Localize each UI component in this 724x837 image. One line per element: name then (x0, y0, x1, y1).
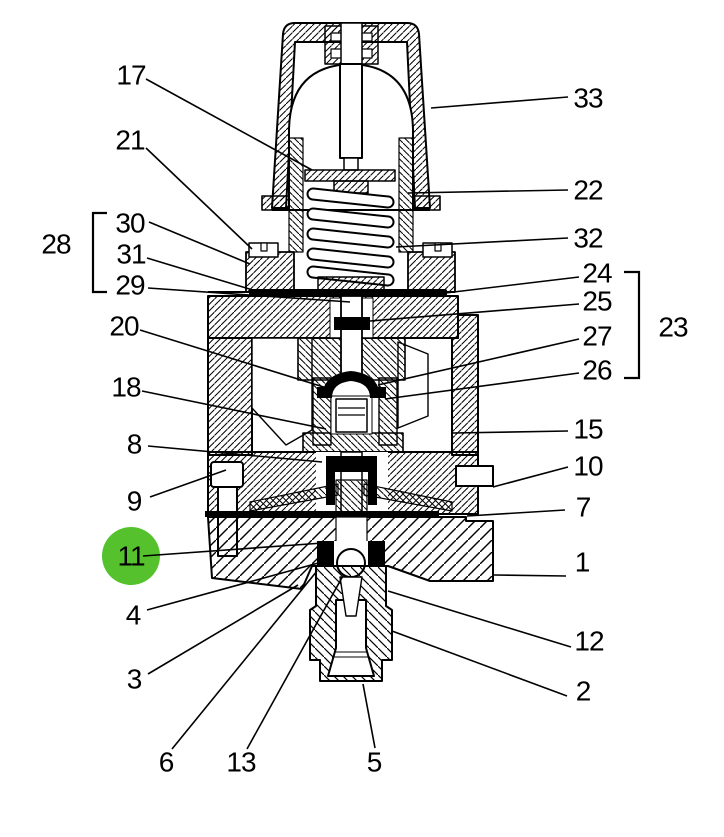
part-label-30: 30 (115, 208, 145, 239)
part-label-11: 11 (117, 541, 144, 572)
upper-stem (339, 63, 363, 171)
leader-line-22 (407, 189, 569, 194)
flange-ring (245, 242, 456, 293)
leader-line-6 (171, 570, 318, 750)
leader-line-4 (146, 561, 323, 611)
leader-line-8 (147, 445, 323, 463)
part-label-8: 8 (127, 429, 142, 460)
lower-diaphragm (205, 511, 467, 517)
part-label-23: 23 (658, 312, 688, 343)
part-label-17: 17 (116, 60, 146, 91)
leader-line-15 (452, 430, 569, 434)
leader-line-33 (430, 96, 569, 109)
part-label-24: 24 (582, 258, 612, 289)
part-label-1: 1 (575, 547, 590, 578)
bracket-28 (91, 211, 107, 294)
part-label-10: 10 (573, 451, 603, 482)
leader-line-21 (145, 147, 253, 250)
part-label-26: 26 (582, 355, 612, 386)
part-label-32: 32 (573, 223, 603, 254)
bottom-fitting (309, 565, 393, 682)
leader-line-10 (492, 466, 569, 488)
part-label-20: 20 (109, 311, 139, 342)
leader-line-31 (146, 257, 257, 292)
brackets-layer (91, 211, 641, 380)
leader-line-26 (384, 372, 580, 400)
part-label-13: 13 (226, 747, 256, 778)
bracket-23 (624, 270, 641, 380)
part-label-3: 3 (127, 664, 142, 695)
leader-line-25 (369, 303, 580, 322)
leader-line-32 (395, 237, 569, 248)
spring-button (304, 169, 396, 194)
part-label-2: 2 (576, 676, 591, 707)
leader-line-18 (141, 390, 327, 430)
part-label-25: 25 (582, 286, 612, 317)
part-label-15: 15 (573, 414, 603, 445)
leader-line-17 (145, 78, 313, 171)
leader-line-1 (493, 574, 567, 577)
part-label-29: 29 (115, 270, 145, 301)
part-label-9: 9 (127, 486, 142, 517)
leader-line-27 (377, 338, 580, 386)
lower-deck (207, 451, 494, 557)
leader-line-2 (391, 630, 568, 697)
part-label-12: 12 (574, 626, 604, 657)
leader-line-9 (149, 469, 227, 498)
leader-lines (139, 78, 580, 750)
leader-line-5 (362, 683, 376, 749)
highlight-circle-part-11[interactable] (102, 527, 160, 585)
highlight-layer (102, 527, 160, 585)
leader-line-30 (148, 221, 251, 265)
part-label-31: 31 (116, 239, 146, 270)
diaphragm-assembly (208, 276, 455, 296)
leader-line-12 (387, 590, 572, 648)
part-label-4: 4 (126, 600, 141, 631)
part-label-5: 5 (367, 747, 382, 778)
part-label-28: 28 (41, 229, 71, 260)
part-label-6: 6 (159, 747, 174, 778)
part-label-7: 7 (576, 492, 591, 523)
leader-line-29 (147, 287, 351, 303)
part-label-27: 27 (582, 321, 612, 352)
leader-line-7 (466, 509, 566, 517)
valve-cage (297, 295, 406, 453)
leader-line-13 (246, 573, 345, 750)
part-label-21: 21 (115, 125, 145, 156)
leader-line-24 (436, 276, 580, 295)
leader-line-11 (142, 542, 324, 557)
leader-line-3 (147, 584, 299, 675)
part-label-18: 18 (111, 372, 141, 403)
part-label-33: 33 (573, 83, 603, 114)
part-label-22: 22 (573, 175, 603, 206)
leader-line-20 (139, 329, 331, 390)
